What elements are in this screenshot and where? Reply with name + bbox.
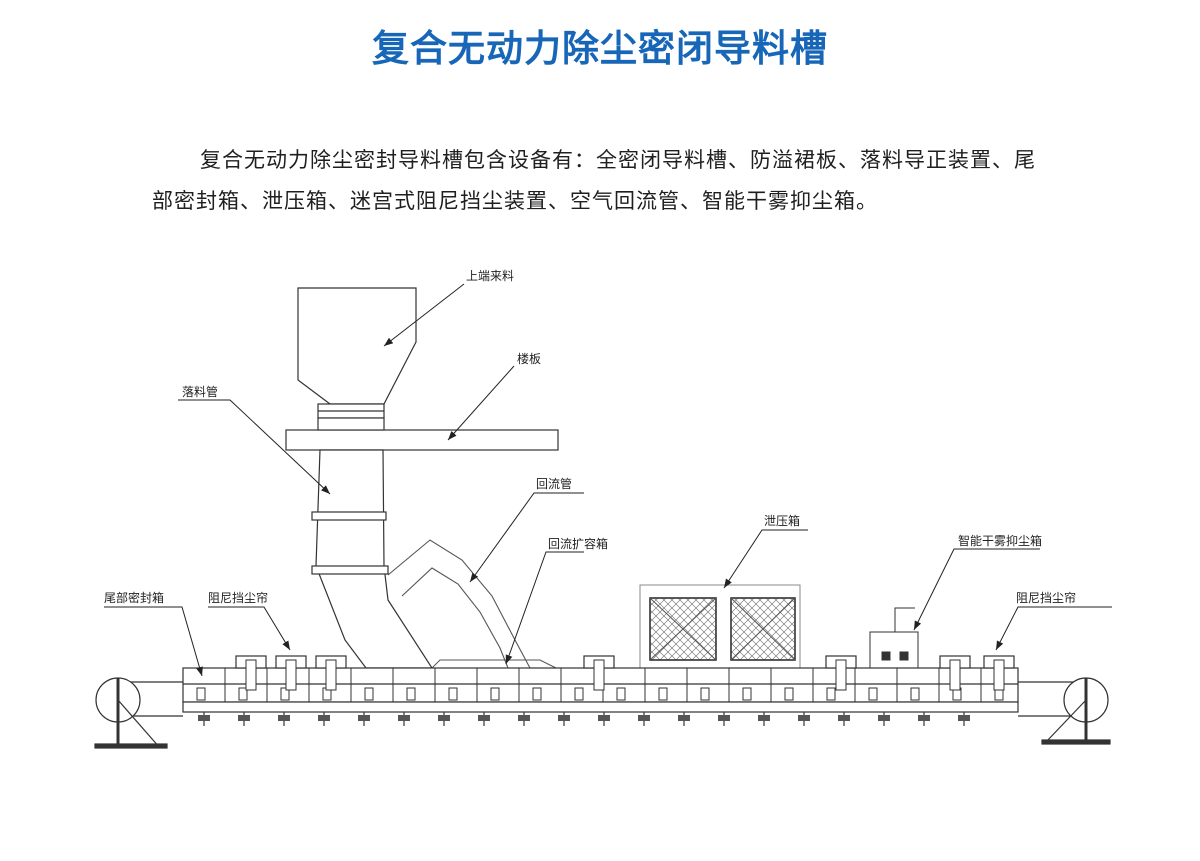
segment-clamp bbox=[406, 687, 416, 701]
leader-chute bbox=[178, 399, 331, 495]
curtain-blade bbox=[285, 659, 297, 691]
segment-clamp bbox=[238, 687, 248, 701]
chute-pipe bbox=[311, 417, 434, 669]
segment-clamp bbox=[196, 687, 206, 701]
label-tail-seal-box: 尾部密封箱 bbox=[104, 590, 164, 605]
relief-box bbox=[639, 584, 801, 670]
idler-roller bbox=[598, 715, 610, 721]
label-return-pipe: 回流管 bbox=[536, 476, 572, 491]
curtain-blade bbox=[593, 659, 605, 691]
label-return-expansion-box: 回流扩容箱 bbox=[548, 536, 608, 551]
idler-roller bbox=[358, 715, 370, 721]
segment-clamp bbox=[826, 687, 836, 701]
dry-fog-box bbox=[869, 607, 919, 669]
segment-clamp bbox=[658, 687, 668, 701]
leader-relief-box bbox=[723, 529, 808, 589]
tail-pulley bbox=[94, 677, 168, 749]
segment-clamp bbox=[700, 687, 710, 701]
leader-dry-fog bbox=[913, 548, 1040, 631]
feed-hopper bbox=[297, 287, 417, 419]
trough-segments bbox=[182, 668, 1004, 702]
description-paragraph: 复合无动力除尘密封导料槽包含设备有：全密闭导料槽、防溢裙板、落料导正装置、尾部密… bbox=[152, 148, 1036, 213]
segment-clamp bbox=[532, 687, 542, 701]
leader-return-expansion bbox=[505, 551, 584, 665]
idler-rollers bbox=[198, 712, 970, 726]
label-relief-box: 泄压箱 bbox=[764, 513, 800, 528]
label-damping-curtain-right: 阻尼挡尘帘 bbox=[1016, 590, 1076, 605]
leader-curtain-right bbox=[995, 606, 1112, 651]
leader-return-pipe bbox=[469, 492, 584, 583]
idler-roller bbox=[878, 715, 890, 721]
segment-clamp bbox=[784, 687, 794, 701]
return-expansion-box bbox=[431, 659, 557, 669]
label-damping-curtain-left: 阻尼挡尘帘 bbox=[208, 590, 268, 605]
idler-roller bbox=[518, 715, 530, 721]
page-title: 复合无动力除尘密闭导料槽 bbox=[372, 27, 828, 70]
leader-curtain-left bbox=[208, 606, 291, 651]
curtain-blade bbox=[245, 659, 257, 691]
curtain-blade bbox=[993, 659, 1005, 691]
idler-roller bbox=[958, 715, 970, 721]
leader-top-feed bbox=[383, 283, 465, 347]
idler-roller bbox=[478, 715, 490, 721]
idler-roller bbox=[838, 715, 850, 721]
segment-clamp bbox=[448, 687, 458, 701]
idler-roller bbox=[918, 715, 930, 721]
idler-roller bbox=[798, 715, 810, 721]
label-floor: 楼板 bbox=[517, 351, 541, 366]
curtain-blade bbox=[835, 659, 847, 691]
curtain-blade bbox=[949, 659, 961, 691]
segment-clamp bbox=[280, 687, 290, 701]
idler-roller bbox=[318, 715, 330, 721]
leader-floor bbox=[447, 365, 515, 441]
label-dry-fog-box: 智能干雾抑尘箱 bbox=[958, 533, 1042, 548]
label-top-feed: 上端来料 bbox=[466, 269, 514, 283]
head-pulley bbox=[1041, 677, 1111, 745]
segment-clamp bbox=[616, 687, 626, 701]
idler-roller bbox=[238, 715, 250, 721]
idler-roller bbox=[558, 715, 570, 721]
idler-roller bbox=[438, 715, 450, 721]
curtain-blade bbox=[325, 659, 337, 691]
idler-roller bbox=[678, 715, 690, 721]
segment-clamp bbox=[574, 687, 584, 701]
idler-roller bbox=[398, 715, 410, 721]
floor-slab bbox=[285, 429, 559, 451]
segment-clamp bbox=[490, 687, 500, 701]
idler-roller bbox=[198, 715, 210, 721]
segment-clamp bbox=[910, 687, 920, 701]
segment-clamp bbox=[868, 687, 878, 701]
label-chute: 落料管 bbox=[182, 384, 218, 399]
idler-roller bbox=[718, 715, 730, 721]
leader-tail-seal bbox=[104, 606, 203, 677]
idler-roller bbox=[758, 715, 770, 721]
idler-roller bbox=[278, 715, 290, 721]
segment-clamp bbox=[742, 687, 752, 701]
segment-clamp bbox=[364, 687, 374, 701]
damping-curtains bbox=[235, 655, 1015, 691]
idler-roller bbox=[638, 715, 650, 721]
